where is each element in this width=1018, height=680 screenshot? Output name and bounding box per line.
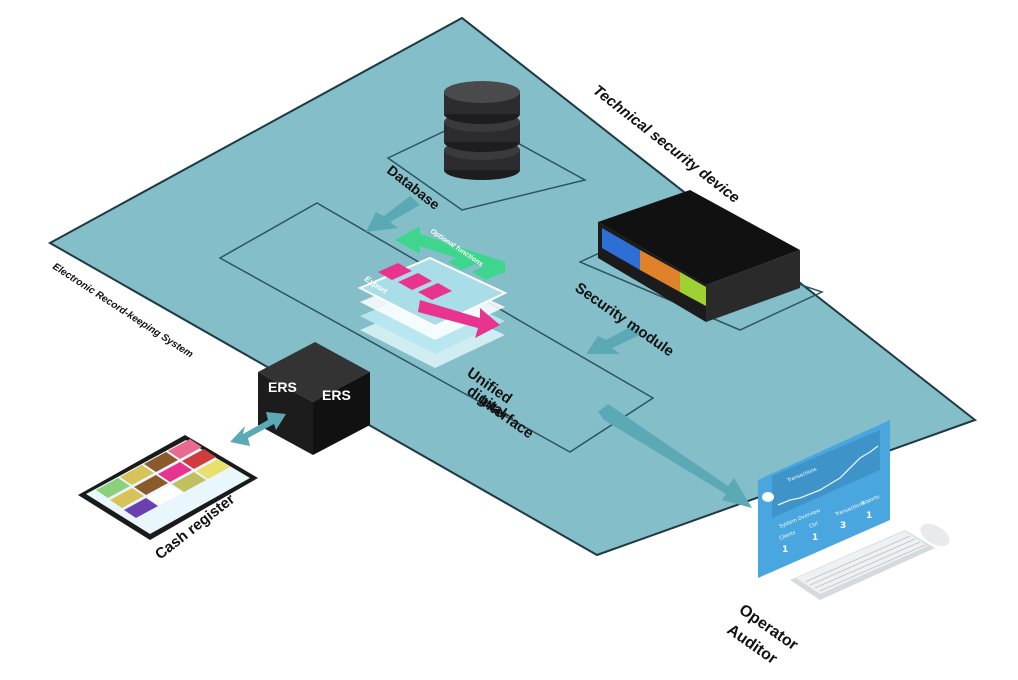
- monitor-stat1-value: 1: [782, 545, 788, 555]
- monitor-stat2-value: 1: [812, 533, 818, 543]
- arrow-security-to-interface: [586, 326, 642, 354]
- monitor-stat4-value: 1: [866, 511, 872, 521]
- monitor-stat2-label: Ctrl: [809, 521, 820, 530]
- security-module-icon: [598, 190, 800, 322]
- label-ers-left: ERS: [268, 379, 297, 395]
- cash-register-icon: [78, 435, 258, 540]
- unified-interface-icon: [357, 226, 508, 368]
- keyboard-icon: [790, 530, 935, 600]
- arrow-ers-cash-register: [230, 412, 286, 446]
- operator-monitor-icon: [758, 420, 890, 578]
- label-ers-right: ERS: [322, 387, 351, 403]
- arrow-interface-to-operator: [598, 404, 752, 508]
- security-device-platform: [47, 16, 978, 557]
- arrow-database-to-interface: [366, 196, 420, 232]
- mouse-icon: [920, 523, 950, 547]
- ers-cube-icon: [258, 342, 370, 455]
- monitor-stat3-value: 3: [840, 521, 846, 531]
- database-icon: [444, 81, 520, 180]
- unified-interface-zone: [218, 202, 655, 453]
